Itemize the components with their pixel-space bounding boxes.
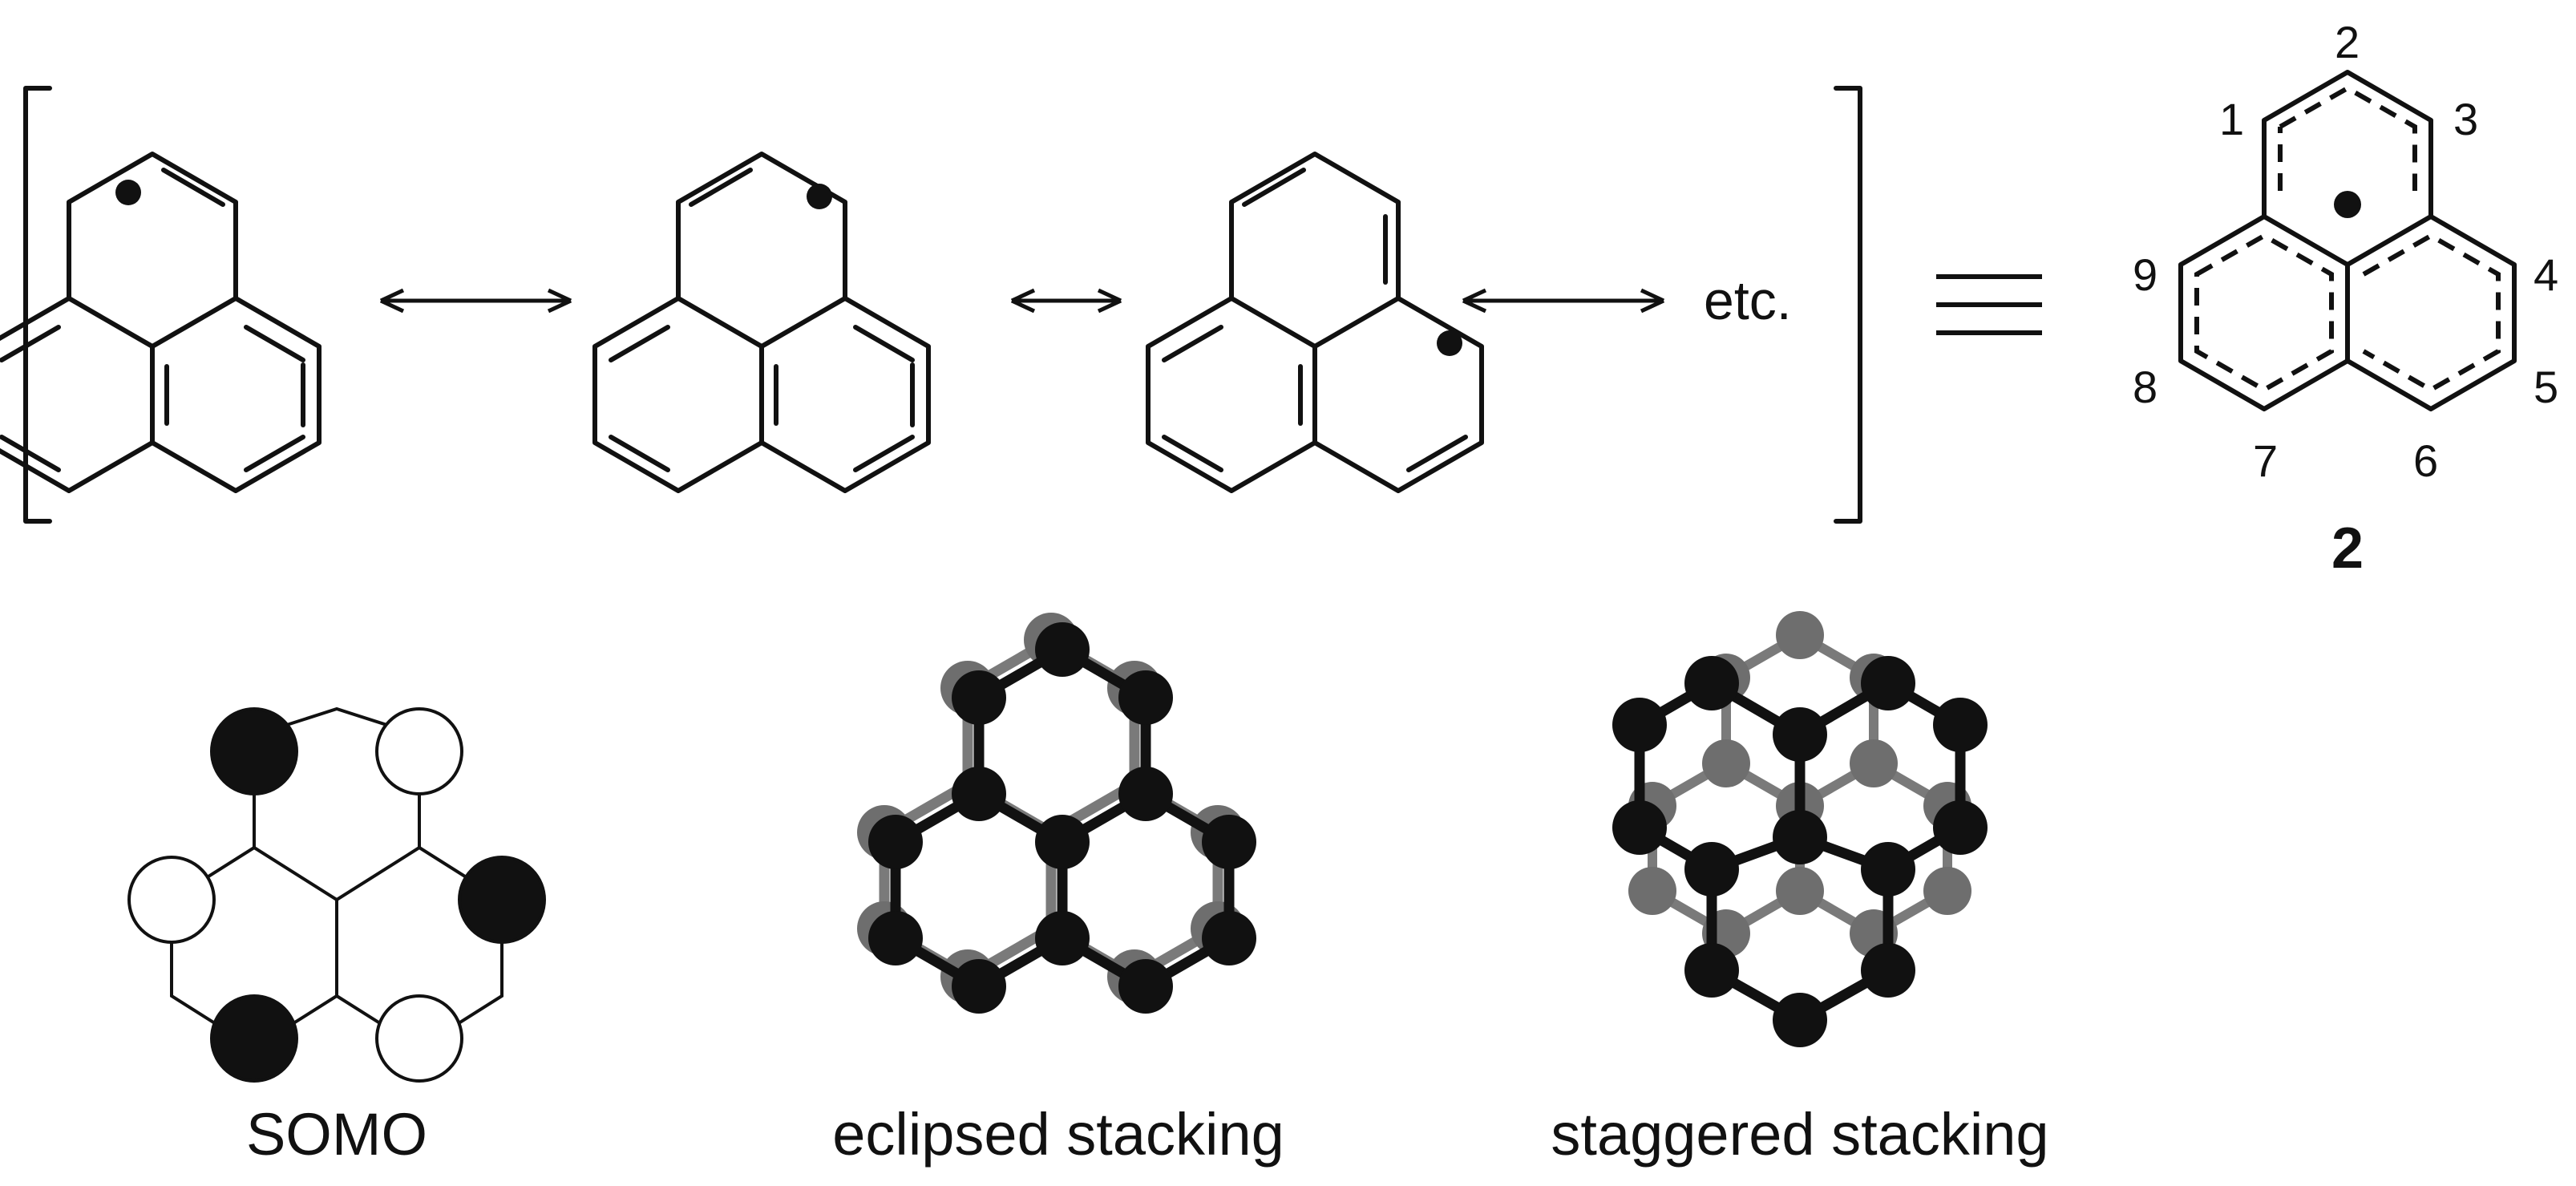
position-label-1: 1 xyxy=(2219,94,2244,144)
somo-diagram xyxy=(127,706,546,1083)
somo-lobe-filled-top xyxy=(210,707,298,795)
somo-lobe-open-bottom xyxy=(375,994,463,1083)
left-bracket xyxy=(23,86,52,524)
phenalenyl-skeleton xyxy=(592,152,931,493)
radical-dot xyxy=(807,184,832,209)
position-label-2: 2 xyxy=(2335,17,2360,67)
somo-lobe-open-top xyxy=(375,707,463,795)
phenalenyl-skeleton xyxy=(2178,70,2517,411)
eclipsed-stacking-caption: eclipsed stacking xyxy=(832,1101,1284,1168)
position-label-9: 9 xyxy=(2133,249,2157,300)
position-label-4: 4 xyxy=(2534,249,2558,300)
double-bonds xyxy=(1162,168,1468,472)
somo-lobe-filled-bottom xyxy=(210,994,298,1083)
delocalization-dashes xyxy=(2194,85,2501,393)
position-label-3: 3 xyxy=(2453,94,2478,144)
somo-lobes xyxy=(127,707,546,1083)
resonance-arrow-2 xyxy=(1010,288,1122,314)
radical-dot xyxy=(115,180,141,205)
position-labels: 1 2 3 4 5 6 7 8 9 xyxy=(2133,17,2558,486)
phenalenyl-skeleton xyxy=(0,152,321,493)
staggered-stacking-model xyxy=(1612,611,1988,1047)
position-label-7: 7 xyxy=(2253,435,2278,486)
right-bracket xyxy=(1834,86,1862,524)
phenalenyl-skeleton xyxy=(1146,152,1484,493)
equivalence-sign xyxy=(1936,274,2042,335)
resonance-structure-1 xyxy=(0,152,321,493)
staggered-stacking-caption: staggered stacking xyxy=(1551,1101,2048,1168)
compound-number: 2 xyxy=(2331,516,2364,581)
somo-lobe-filled-right xyxy=(458,856,546,944)
double-bonds xyxy=(609,168,915,472)
resonance-structure-2 xyxy=(592,152,931,493)
position-label-8: 8 xyxy=(2133,362,2157,412)
radical-dot xyxy=(2334,191,2361,218)
compound-2-structure xyxy=(2178,70,2517,411)
resonance-arrow-1 xyxy=(379,288,572,314)
somo-caption: SOMO xyxy=(246,1101,427,1168)
position-label-6: 6 xyxy=(2413,435,2438,486)
double-bonds xyxy=(0,168,305,472)
resonance-structure-3 xyxy=(1146,152,1484,493)
radical-dot xyxy=(1437,330,1462,356)
resonance-arrow-3 xyxy=(1462,288,1665,314)
front-layer xyxy=(1612,656,1988,1047)
front-layer xyxy=(868,622,1256,1014)
eclipsed-stacking-model xyxy=(857,613,1256,1014)
somo-lobe-open-left xyxy=(127,856,216,944)
position-label-5: 5 xyxy=(2534,362,2558,412)
etc-label: etc. xyxy=(1704,270,1792,331)
